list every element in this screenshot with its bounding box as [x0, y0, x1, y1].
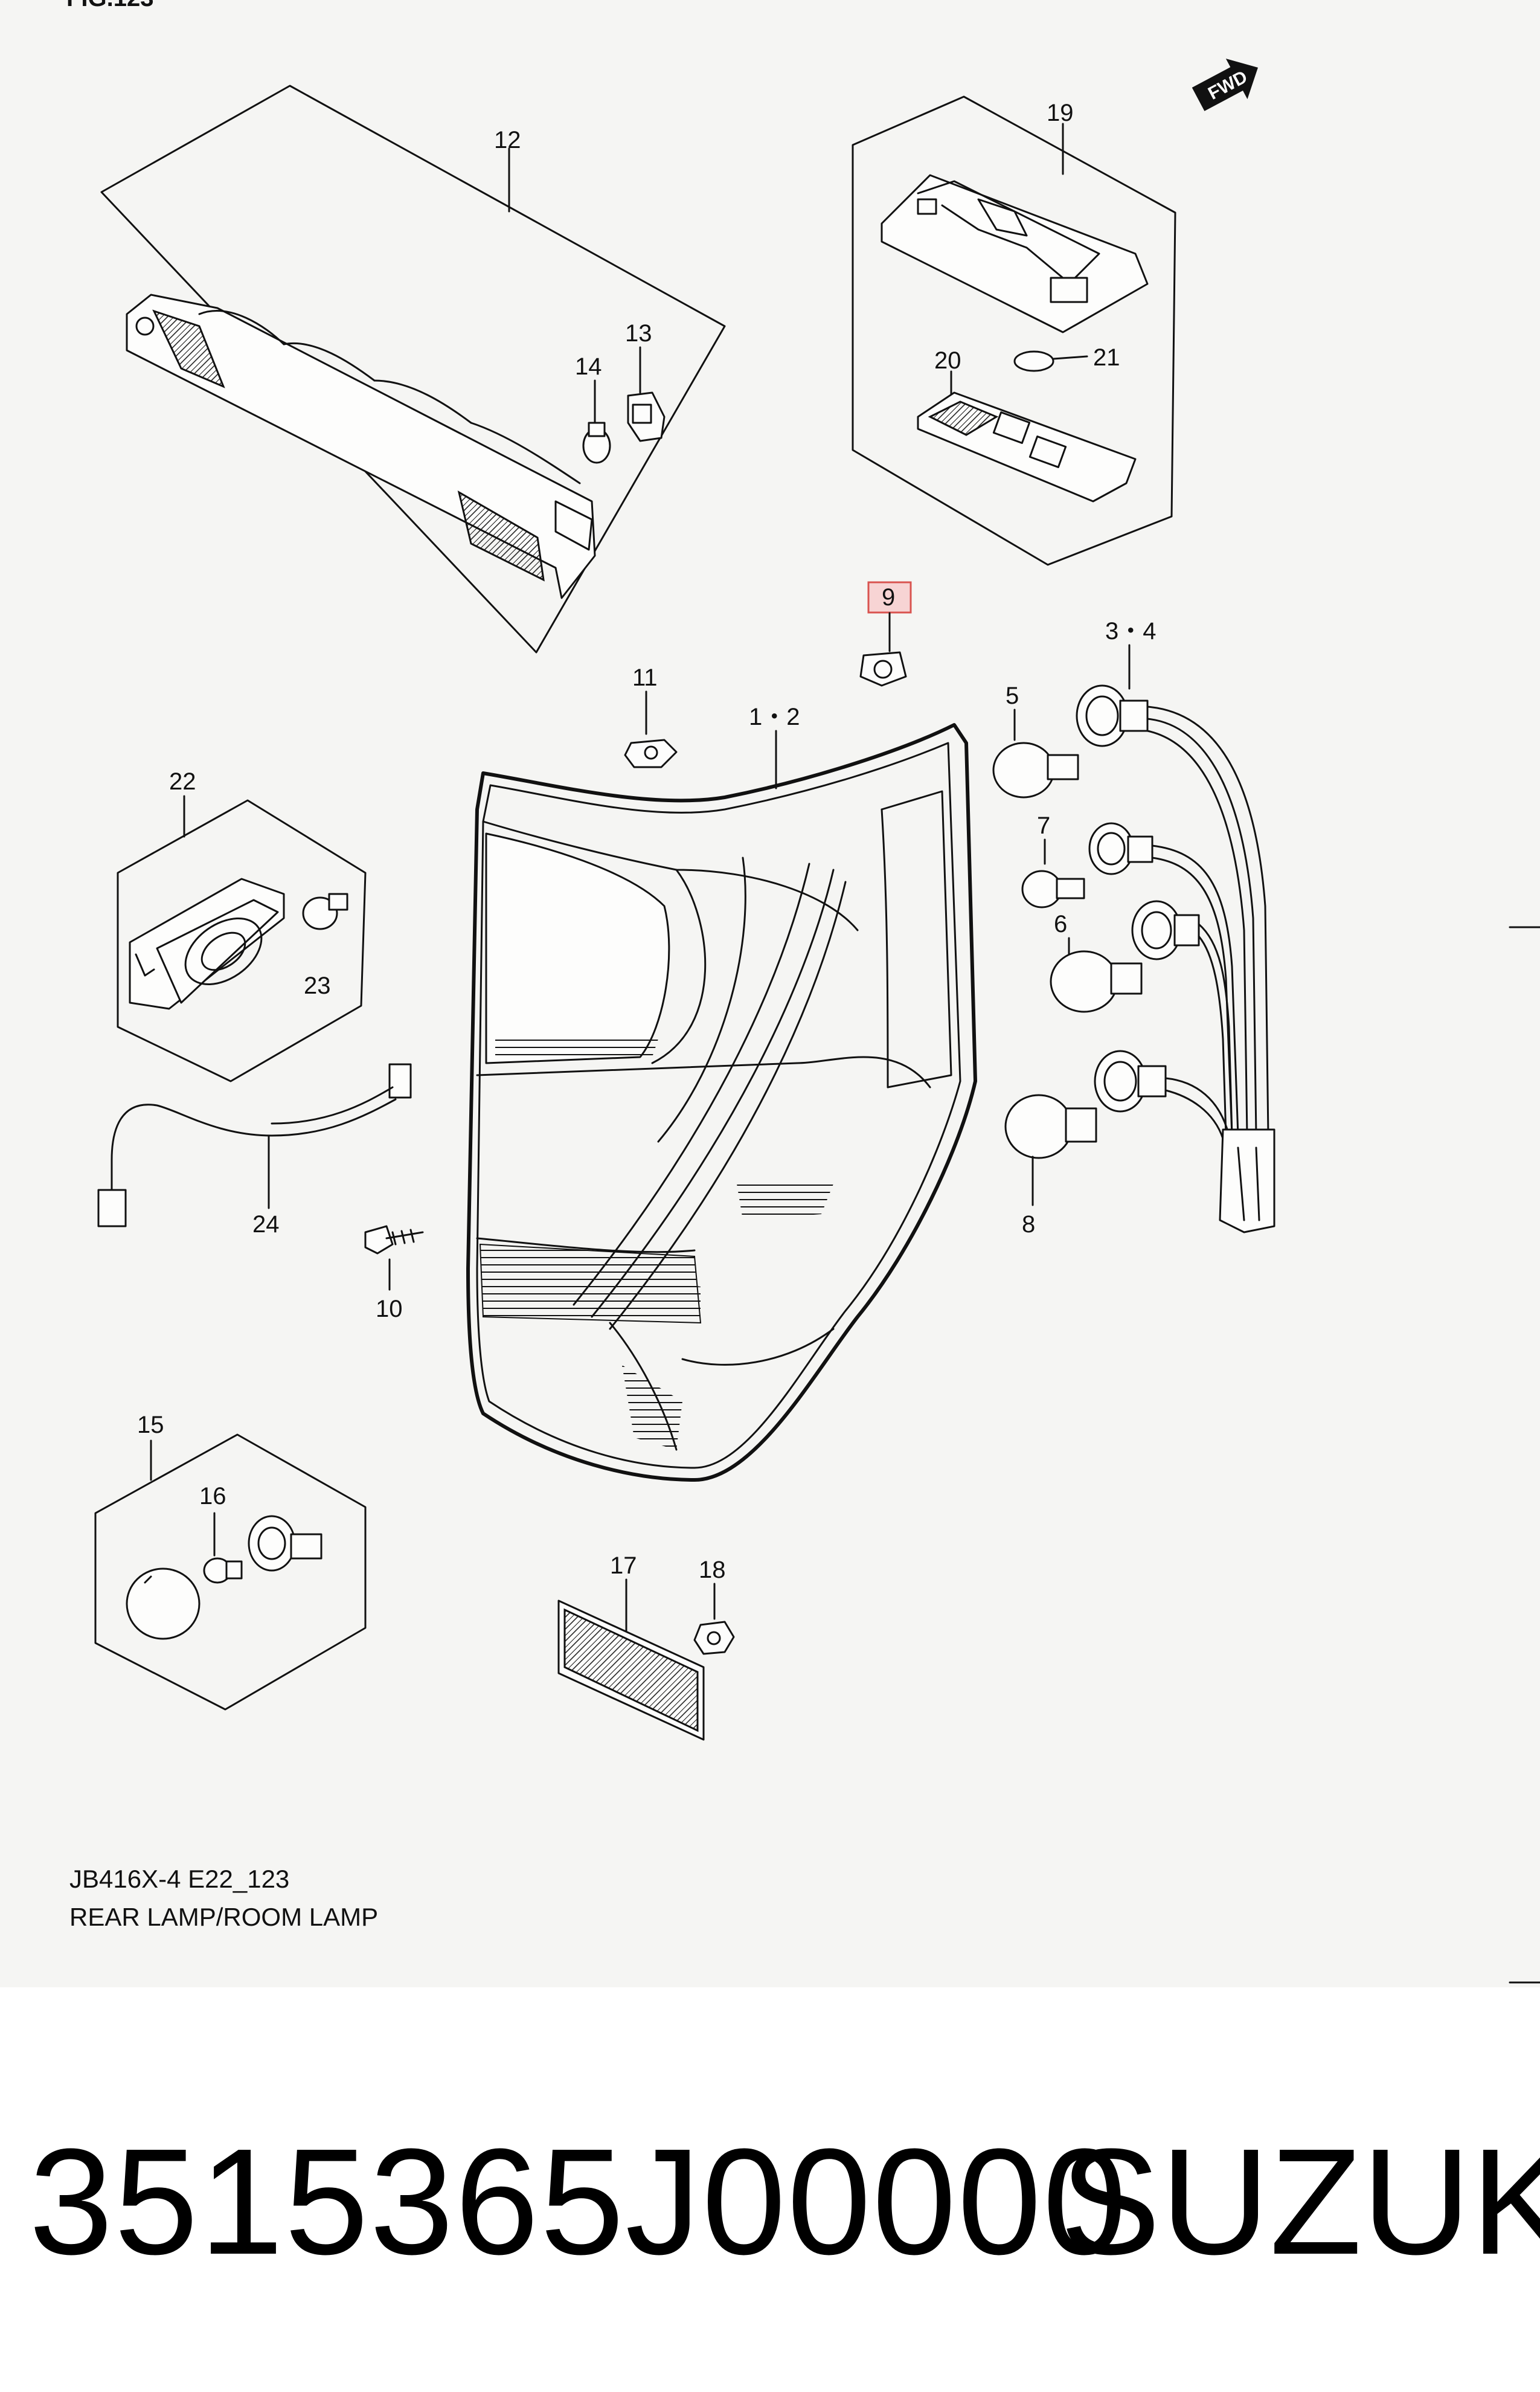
- callout-14: 14: [575, 353, 602, 380]
- wire-harness-24: [97, 1063, 412, 1227]
- callout-9: 9: [882, 584, 895, 611]
- room-lamp-lens-20: [917, 391, 1137, 503]
- forward-direction-icon: FWD: [1192, 59, 1258, 111]
- diagram-code: JB416X-4 E22_123: [69, 1865, 289, 1893]
- socket-4: [1094, 1050, 1167, 1113]
- callout-18: 18: [699, 1557, 726, 1583]
- rear-combination-lamp: [466, 723, 977, 1482]
- callout-16: 16: [199, 1483, 226, 1509]
- callout-10: 10: [376, 1296, 403, 1322]
- high-mount-lamp-group: 12 14 13: [100, 85, 726, 654]
- callout-23: 23: [304, 973, 331, 999]
- clip-9: [859, 651, 907, 687]
- bulb-16: [203, 1557, 243, 1584]
- brand-name: SUZUKI: [1060, 2117, 1540, 2286]
- callout-1-2: 1・2: [749, 704, 800, 730]
- callout-11: 11: [632, 664, 658, 691]
- license-plate-lamp: [129, 878, 285, 1010]
- socket-wiring-harness: [1076, 684, 1275, 1233]
- marker-socket: [248, 1515, 322, 1572]
- group-22-box: [117, 799, 367, 1082]
- callout-17: 17: [610, 1552, 637, 1579]
- callout-21: 21: [1093, 344, 1120, 371]
- group-19-box: [852, 95, 1176, 566]
- callout-13: 13: [625, 320, 652, 347]
- part-number: 3515365J00000: [29, 2117, 1128, 2286]
- bulb-8: [1004, 1094, 1097, 1159]
- room-lamp-group: 19 20 21: [852, 95, 1176, 566]
- room-lamp-housing: [881, 174, 1149, 333]
- side-marker-group: 16: [94, 1433, 367, 1711]
- grommet-11: [624, 739, 678, 768]
- figure-title: FIG.123: [66, 0, 154, 11]
- diagram-caption: REAR LAMP/ROOM LAMP: [69, 1903, 378, 1931]
- callout-3-4: 3・4: [1105, 618, 1157, 645]
- nut-18: [693, 1621, 735, 1655]
- bulb-5: [992, 742, 1079, 799]
- callout-24: 24: [252, 1211, 280, 1238]
- screw-10: [364, 1225, 424, 1255]
- bulb-23: [302, 893, 348, 930]
- socket-1: [1076, 684, 1149, 747]
- bulb-7: [1021, 870, 1085, 908]
- callout-22: 22: [169, 768, 196, 795]
- group-15-box: [94, 1433, 367, 1711]
- callout-19: 19: [1047, 100, 1074, 126]
- marker-lens: [126, 1567, 201, 1640]
- reflector-17: [557, 1599, 705, 1741]
- festoon-bulb-21: [1013, 350, 1088, 372]
- callout-5: 5: [1006, 683, 1019, 709]
- bulb-6: [1050, 950, 1143, 1013]
- callout-9-highlight: 9: [867, 581, 912, 652]
- callout-15: 15: [137, 1412, 164, 1438]
- bulb-14: [582, 379, 611, 464]
- callout-7: 7: [1037, 812, 1050, 839]
- callout-8: 8: [1022, 1211, 1035, 1238]
- callout-6: 6: [1054, 911, 1067, 937]
- socket-2: [1088, 822, 1153, 875]
- license-lamp-group: 23: [117, 799, 367, 1082]
- high-mount-stop-lamp: [126, 294, 596, 599]
- group-12-box: [100, 85, 726, 654]
- socket-13: [627, 346, 666, 442]
- callout-20: 20: [934, 347, 961, 374]
- parts-diagram: FIG.123 FWD 12 14: [0, 0, 1540, 1987]
- callout-12: 12: [494, 127, 521, 153]
- socket-3: [1131, 900, 1200, 960]
